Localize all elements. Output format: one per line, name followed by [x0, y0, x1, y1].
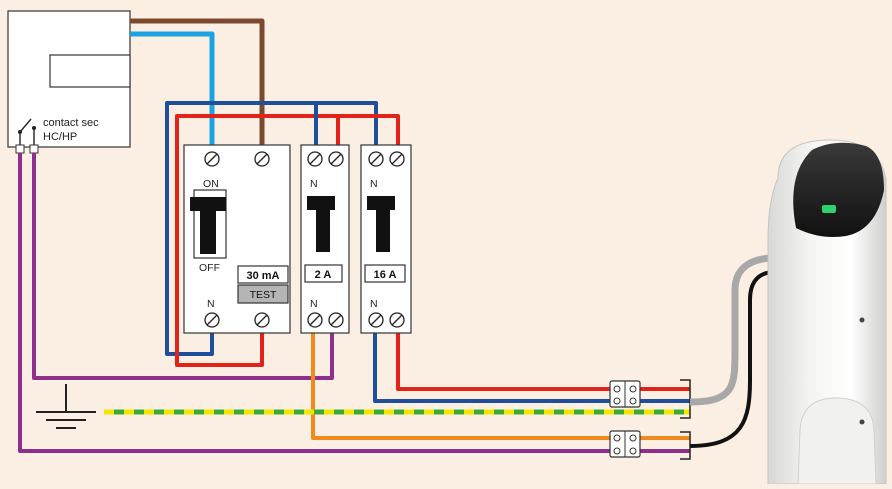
screw-terminal-icon [368, 151, 384, 167]
screw-terminal-icon [254, 151, 270, 167]
breaker-2a-rating-box [304, 264, 343, 283]
breaker-16a-rating: 16 A [374, 269, 397, 281]
switch-contact-icon [18, 118, 36, 145]
breaker-2a-neutral-bottom: N [310, 298, 318, 310]
breaker-16a-neutral-top: N [370, 178, 378, 190]
test-button[interactable] [237, 284, 289, 304]
grey-power-cable [689, 254, 776, 406]
rating-label: 30 mA [246, 270, 279, 282]
tank-lower-panel [797, 397, 877, 485]
electric-meter: contact sec HC/HP [7, 10, 131, 154]
breaker-2a-neutral-top: N [310, 178, 318, 190]
screw-terminal-icon [204, 312, 220, 328]
breaker-2a-handle[interactable] [307, 196, 335, 210]
orange-output-wire [311, 320, 690, 440]
on-label: ON [203, 178, 219, 190]
breaker-16a-handle[interactable] [367, 196, 395, 210]
screw-terminal-icon [328, 151, 344, 167]
screw-terminal-icon [307, 151, 323, 167]
neutral-blue-output-wire [373, 320, 690, 403]
rating-box [237, 265, 289, 284]
purple-control-wire-2 [18, 153, 690, 453]
breaker-2a-rating: 2 A [315, 269, 332, 281]
brown-supply-wire [130, 18, 265, 158]
phase-red-loop [175, 114, 400, 367]
breaker-16a-neutral-bottom: N [370, 298, 378, 310]
wires [18, 18, 690, 453]
toggle-handle[interactable] [190, 197, 226, 211]
phase-red-output-wire [396, 320, 690, 391]
differential-switch: ON OFF 30 mA TEST N [183, 144, 291, 334]
earth-symbol-icon [36, 384, 96, 429]
light-blue-supply-wire [130, 31, 215, 158]
breaker-16a-lever [376, 210, 390, 252]
screw-terminal-icon [389, 151, 405, 167]
contact-label: contact sec [43, 117, 99, 129]
tariff-label: HC/HP [43, 131, 77, 143]
control-display [822, 205, 836, 213]
screw-terminal-icon [389, 312, 405, 328]
breaker-16a: N 16 A N [360, 144, 412, 334]
screw-terminal-icon [307, 312, 323, 328]
toggle-lever [200, 211, 216, 254]
meter-display [49, 54, 131, 88]
tank-fixing-point [859, 317, 865, 323]
off-label: OFF [199, 262, 220, 274]
heat-pump-water-heater [767, 139, 887, 485]
neutral-blue-loop [165, 101, 378, 356]
neutral-label: N [207, 298, 215, 310]
breaker-2a: N 2 A N [300, 144, 350, 334]
meter-terminal-2 [29, 144, 39, 154]
screw-terminal-icon [204, 151, 220, 167]
purple-control-wire-1 [32, 153, 334, 380]
meter-terminal-1 [15, 144, 25, 154]
breaker-2a-lever [316, 210, 330, 252]
wire-connector-icon [609, 380, 641, 408]
breaker-16a-rating-box [364, 264, 406, 283]
test-label: TEST [250, 289, 277, 301]
tank-fixing-point [859, 419, 865, 425]
black-control-cable [689, 270, 776, 448]
screw-terminal-icon [254, 312, 270, 328]
screw-terminal-icon [368, 312, 384, 328]
tank-head-cover [793, 142, 884, 237]
wire-connector-icon [609, 430, 641, 458]
screw-terminal-icon [328, 312, 344, 328]
